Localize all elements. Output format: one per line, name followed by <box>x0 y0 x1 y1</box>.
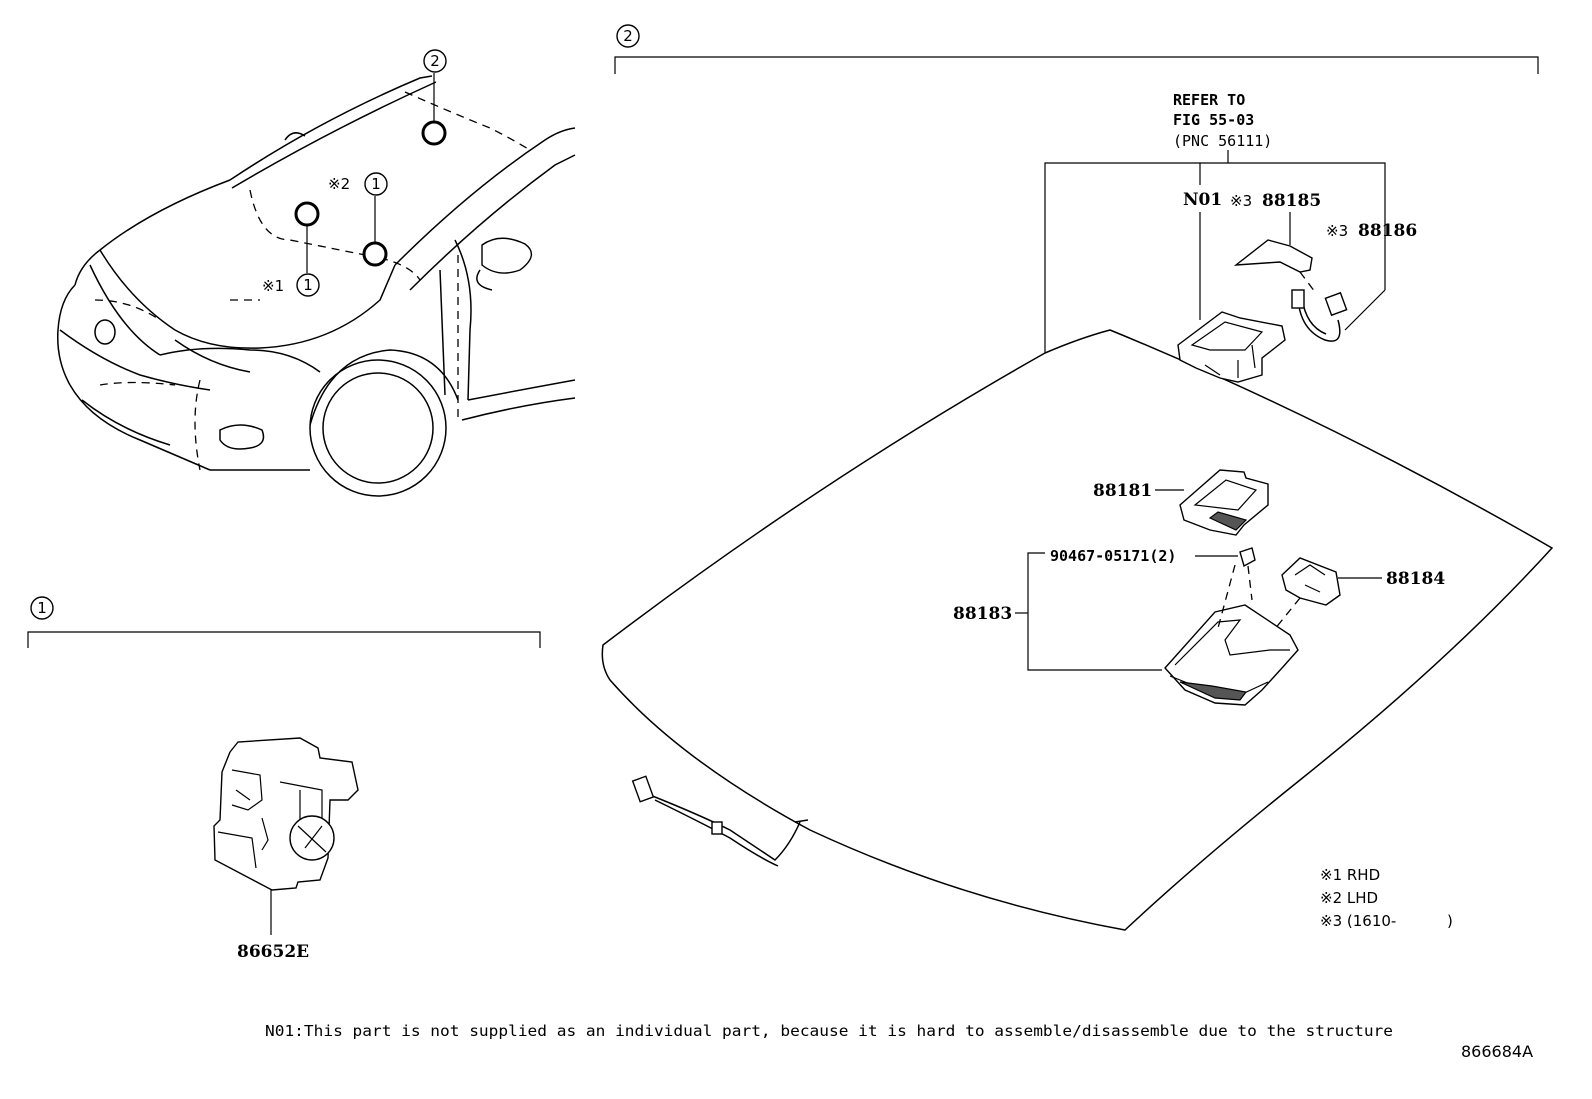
note-mark-rhd: ※1 <box>262 277 284 295</box>
footer-note: N01:This part is not supplied as an indi… <box>265 1022 1393 1040</box>
part-88183: 88183 <box>953 604 1012 624</box>
note-mark-lhd: ※2 <box>328 175 350 193</box>
bracket-n01 <box>1177 311 1286 383</box>
section-2-label: 2 <box>623 27 633 45</box>
legend-lhd: ※2 LHD <box>1320 889 1378 907</box>
refer-line-1: REFER TO <box>1173 91 1245 109</box>
refer-line-2: FIG 55-03 <box>1173 111 1254 129</box>
wire-harness <box>631 775 809 867</box>
vehicle-overview: 1 ※1 1 ※2 2 <box>57 49 576 497</box>
bracket-88181 <box>1155 469 1269 536</box>
part-90467: 90467-05171(2) <box>1050 547 1176 565</box>
windshield-glass <box>601 329 1554 931</box>
marker-lhd-location <box>362 241 388 267</box>
section-1-label: 1 <box>37 599 47 617</box>
part-88186: 88186 <box>1358 221 1417 241</box>
clip-90467 <box>1239 547 1256 568</box>
legend-rhd: ※1 RHD <box>1320 866 1380 884</box>
illustration-code: 866684A <box>1461 1042 1533 1061</box>
note-mark-88185: ※3 <box>1230 192 1252 210</box>
section-2: 2 REFER TO FIG 55-03 (PNC 56111) N01 ※3 … <box>601 24 1554 931</box>
camera-cover-88183 <box>1164 604 1299 706</box>
section-1: 1 86652E <box>27 596 541 962</box>
part-n01: N01 <box>1183 190 1222 210</box>
rain-sensor-part <box>213 737 359 935</box>
callout-1-lhd: 1 <box>371 175 381 193</box>
cover-plate-88185 <box>1233 239 1313 273</box>
marker-rhd-location <box>294 201 320 227</box>
callout-2-windshield: 2 <box>430 52 440 70</box>
legend-date-close: ) <box>1447 912 1453 930</box>
refer-line-3: (PNC 56111) <box>1173 132 1272 150</box>
bracket-88184 <box>1281 557 1382 606</box>
marker-windshield-location <box>421 120 447 146</box>
part-88185: 88185 <box>1262 191 1321 211</box>
part-88181: 88181 <box>1093 481 1152 501</box>
part-86652e: 86652E <box>237 942 309 962</box>
legend-date: ※3 (1610- <box>1320 912 1396 930</box>
harness-88186 <box>1291 289 1348 342</box>
part-88184: 88184 <box>1386 569 1445 589</box>
callout-1-rhd: 1 <box>303 276 313 294</box>
note-mark-88186: ※3 <box>1326 222 1348 240</box>
